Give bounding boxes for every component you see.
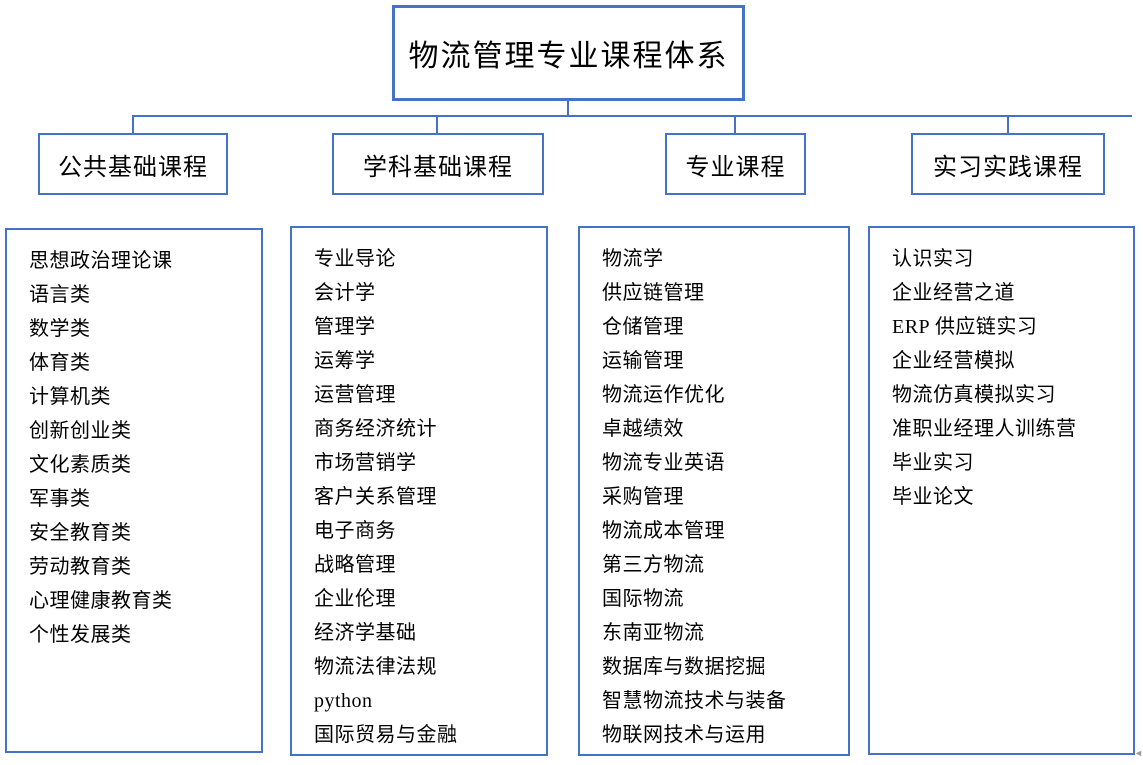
course-item: 运筹学 [314,350,376,372]
course-item: 创新创业类 [29,420,132,442]
course-list-box-internship-practice: 认识实习企业经营之道 ERP 供应链实习企业经营模拟物流仿真模拟实习准职业经理人训… [868,226,1135,755]
connector-drop-2 [436,115,438,134]
course-item: 数据库与数据挖掘 [602,656,766,678]
course-item: 市场营销学 [314,452,417,474]
category-label: 专业课程 [685,154,786,181]
course-item: 运输管理 [602,350,684,372]
course-item: 卓越绩效 [602,418,684,440]
course-item: 会计学 [314,282,376,304]
course-item: 毕业论文 [892,486,974,508]
course-item: 物流专业英语 [602,452,725,474]
course-item: 物流学 [602,248,664,270]
course-item: 采购管理 [602,486,684,508]
course-item: 认识实习 [892,248,974,270]
category-header-public-foundation: 公共基础课程 [38,133,228,195]
page-title: 物流管理专业课程体系 [408,40,729,73]
course-item: 经济学基础 [314,622,417,644]
course-list-box-major-courses: 物流学供应链管理仓储管理运输管理物流运作优化卓越绩效物流专业英语采购管理物流成本… [578,226,850,756]
course-item: 企业伦理 [314,588,396,610]
course-item: 安全教育类 [29,522,132,544]
course-item: 文化素质类 [29,454,132,476]
course-item: 管理学 [314,316,376,338]
course-item: 客户关系管理 [314,486,437,508]
course-item: 准职业经理人训练营 [892,418,1077,440]
course-item: 仓储管理 [602,316,684,338]
connector-drop-4 [1007,115,1009,134]
course-list: 物流学供应链管理仓储管理运输管理物流运作优化卓越绩效物流专业英语采购管理物流成本… [580,242,848,752]
course-item: 个性发展类 [29,624,132,646]
course-item: 企业经营模拟 [892,350,1015,372]
course-item: 物流法律法规 [314,656,437,678]
page-edge-marker: ◄ [1134,748,1143,758]
course-item: 物联网技术与运用 [602,724,766,746]
course-item: 语言类 [29,284,91,306]
course-item: 电子商务 [314,520,396,542]
course-item: 第三方物流 [602,554,705,576]
course-item: 心理健康教育类 [29,590,173,612]
course-item: 专业导论 [314,248,396,270]
course-item: python [314,690,373,712]
course-item: 国际物流 [602,588,684,610]
course-item: 劳动教育类 [29,556,132,578]
course-item: 智慧物流技术与装备 [602,690,787,712]
course-list-box-public-foundation: 思想政治理论课语言类数学类体育类计算机类创新创业类文化素质类军事类安全教育类劳动… [5,228,263,753]
course-item: 供应链管理 [602,282,705,304]
course-item: 毕业实习 [892,452,974,474]
course-item: 国际贸易与金融 [314,724,458,746]
category-label: 公共基础课程 [58,154,208,181]
category-label: 实习实践课程 [933,154,1083,181]
course-list-box-discipline-foundation: 专业导论会计学管理学运筹学运营管理商务经济统计市场营销学客户关系管理电子商务战略… [290,226,548,756]
course-item: 物流仿真模拟实习 [892,384,1056,406]
course-item: 物流运作优化 [602,384,725,406]
course-list: 认识实习企业经营之道 ERP 供应链实习企业经营模拟物流仿真模拟实习准职业经理人训… [870,242,1133,514]
course-item: ERP 供应链实习 [892,316,1038,338]
connector-horizontal-bus [132,115,1132,117]
course-item: 体育类 [29,352,91,374]
course-item: 计算机类 [29,386,111,408]
course-item: 商务经济统计 [314,418,437,440]
course-item: 思想政治理论课 [29,250,173,272]
category-header-discipline-foundation: 学科基础课程 [332,133,544,195]
course-item: 战略管理 [314,554,396,576]
course-item: 军事类 [29,488,91,510]
course-item: 运营管理 [314,384,396,406]
course-list: 思想政治理论课语言类数学类体育类计算机类创新创业类文化素质类军事类安全教育类劳动… [7,244,261,652]
course-item: 东南亚物流 [602,622,705,644]
root-node-course-system: 物流管理专业课程体系 [392,5,745,101]
course-item: 企业经营之道 [892,282,1015,304]
connector-drop-1 [132,115,134,134]
category-header-major-courses: 专业课程 [665,133,806,195]
category-header-internship-practice: 实习实践课程 [911,133,1105,195]
course-item: 物流成本管理 [602,520,725,542]
course-list: 专业导论会计学管理学运筹学运营管理商务经济统计市场营销学客户关系管理电子商务战略… [292,242,546,752]
connector-root-stem [567,101,569,116]
course-item: 数学类 [29,318,91,340]
connector-drop-3 [734,115,736,134]
category-label: 学科基础课程 [363,154,513,181]
